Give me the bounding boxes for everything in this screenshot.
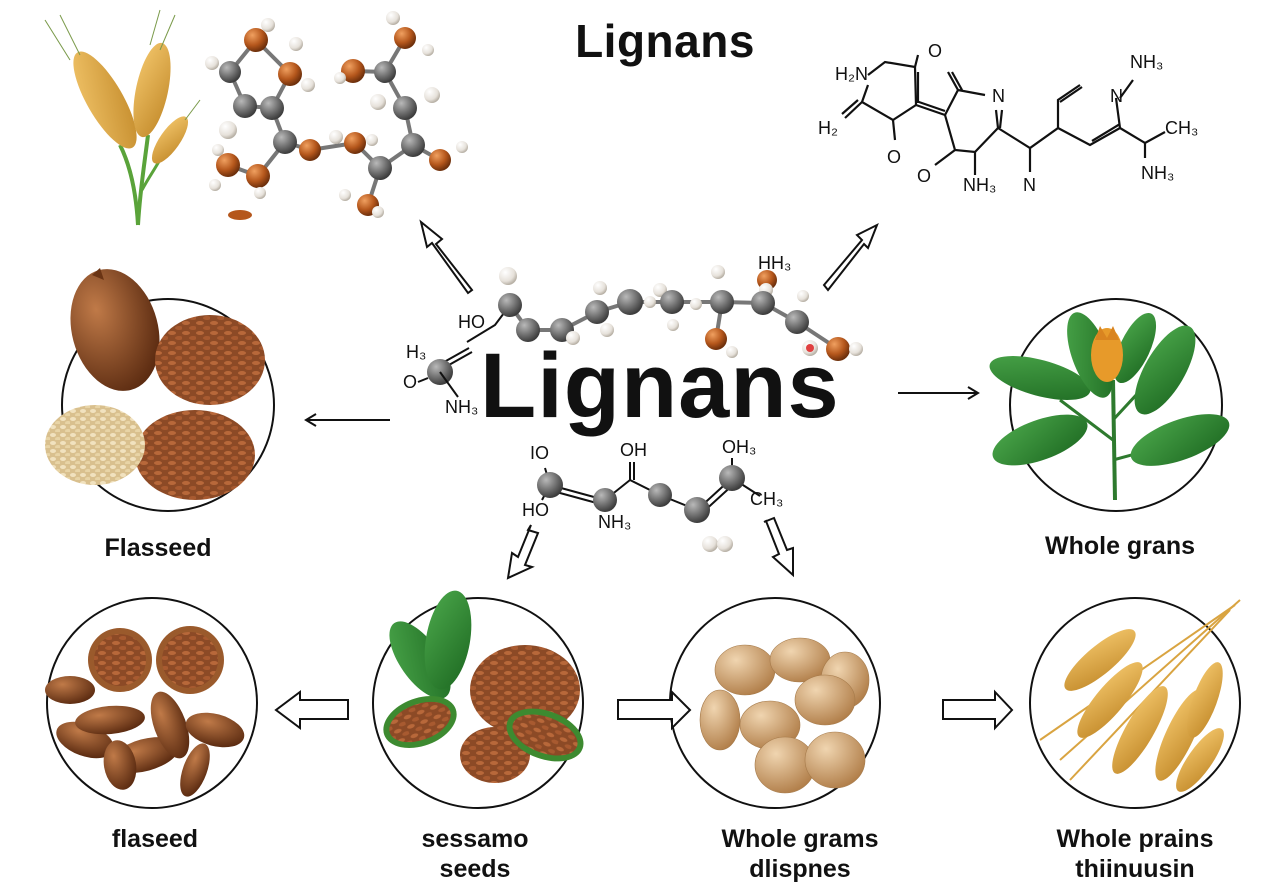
whole-grans-upper-image	[989, 298, 1230, 512]
chem-label-ch3: CH₃	[750, 489, 784, 509]
chem-label: NH₃	[1130, 52, 1164, 72]
label-whole-grams-line1: Whole grams	[721, 825, 879, 853]
arrow-center-to-top-right	[822, 222, 879, 292]
arrow-center-to-whole-grams	[763, 516, 794, 578]
chem-label: H₂N	[835, 64, 868, 84]
flaseed-lower-image	[45, 597, 258, 809]
whole-grams-image	[669, 597, 881, 809]
center-title: Lignans	[480, 335, 840, 437]
chem-label-oh3: OH₃	[722, 437, 757, 457]
arrow-sessamo-to-flaseed	[274, 690, 349, 730]
whole-prains-image	[1029, 597, 1241, 809]
skeletal-formula-icon	[841, 54, 1166, 175]
arrow-center-to-top-left	[419, 219, 474, 295]
sessamo-image	[372, 590, 584, 809]
chem-label-hh3: HH₃	[758, 253, 792, 273]
label-sessamo-line1: sessamo	[421, 825, 529, 853]
label-whole-prains-line2: thiinuusin	[1075, 855, 1195, 883]
flasseed-upper-image	[45, 268, 275, 512]
chem-label: O	[887, 147, 902, 167]
ball-stick-molecule-icon	[205, 11, 468, 220]
arrow-sessamo-to-whole-grams	[617, 689, 692, 731]
label-whole-grams-line2: dlispnes	[749, 855, 851, 883]
chem-label: O	[917, 166, 932, 186]
label-flaseed-lower: flaseed	[111, 825, 199, 853]
chem-label-nh3: NH₃	[445, 397, 479, 417]
ball-stick-chain-upper-icon	[417, 265, 863, 398]
chem-label-ho: HO	[458, 312, 485, 332]
ball-stick-chain-lower-icon	[537, 458, 761, 552]
chem-label-o: O	[403, 372, 418, 392]
chem-label-h3: H₃	[406, 342, 427, 362]
wheat-stalk-icon	[44, 9, 201, 226]
label-whole-grans-upper: Whole grans	[1044, 532, 1195, 560]
chem-label: CH₃	[1165, 118, 1199, 138]
chem-label-ho: HO	[522, 500, 549, 520]
label-flasseed-upper: Flasseed	[104, 534, 212, 562]
chem-label: NH₃	[1141, 163, 1175, 183]
chem-label: N	[1110, 86, 1123, 106]
chem-label-oh: OH	[620, 440, 647, 460]
page-title: Lignans	[575, 15, 755, 67]
chem-label: N	[1023, 175, 1036, 195]
label-sessamo-line2: seeds	[439, 855, 511, 883]
chem-label: N	[992, 86, 1005, 106]
chem-label-io: IO	[530, 443, 550, 463]
label-whole-prains-line1: Whole prains	[1056, 825, 1214, 853]
chem-label: H₂	[818, 118, 838, 138]
label-whole-prains: Whole prains thiinuusin	[1035, 824, 1235, 884]
chem-label: NH₃	[963, 175, 997, 195]
label-whole-grams: Whole grams dlispnes	[700, 824, 900, 884]
arrow-center-to-sessamo	[506, 524, 540, 580]
label-sessamo: sessamo seeds	[375, 824, 575, 884]
chem-label-nh3: NH₃	[598, 512, 632, 532]
chem-label: O	[928, 41, 943, 61]
arrow-whole-grams-to-whole-prains	[942, 689, 1014, 731]
